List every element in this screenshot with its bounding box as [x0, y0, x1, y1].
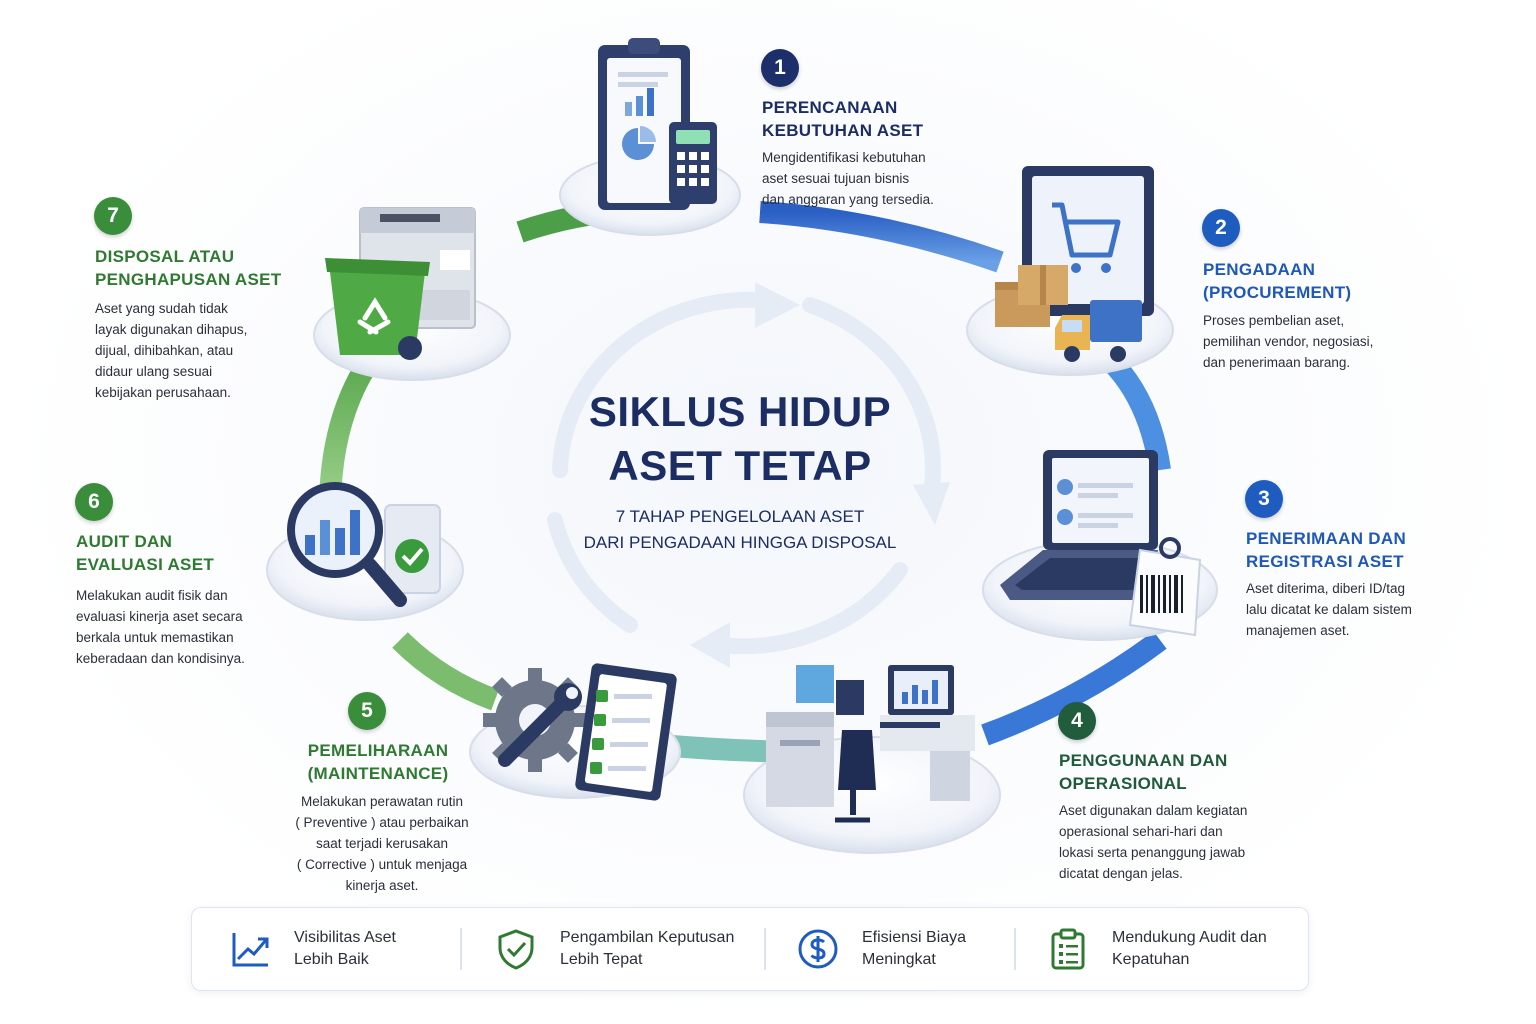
step-7-title: DISPOSAL ATAU PENGHAPUSAN ASET	[95, 245, 281, 291]
step-3-title: PENERIMAAN DAN REGISTRASI ASET	[1246, 527, 1406, 573]
diagram-subtitle: 7 TAHAP PENGELOLAAN ASET DARI PENGADAAN …	[540, 504, 940, 556]
step-1-number: 1	[761, 49, 799, 87]
benefit-visibility: Visibilitas Aset Lebih Baik	[228, 908, 396, 990]
benefit-audit-label: Mendukung Audit dan Kepatuhan	[1112, 927, 1267, 971]
clipboard-list-icon	[1046, 927, 1090, 971]
step-6-description: Melakukan audit fisik dan evaluasi kiner…	[76, 585, 245, 669]
benefit-decision-label: Pengambilan Keputusan Lebih Tepat	[560, 927, 734, 971]
benefit-divider	[764, 928, 766, 970]
step-7-description: Aset yang sudah tidak layak digunakan di…	[95, 298, 247, 403]
step-5-description: Melakukan perawatan rutin ( Preventive )…	[282, 791, 482, 896]
step-6-number: 6	[75, 483, 113, 521]
benefit-visibility-label: Visibilitas Aset Lebih Baik	[294, 927, 396, 971]
step-6-title: AUDIT DAN EVALUASI ASET	[76, 530, 214, 576]
benefit-cost: Efisiensi Biaya Meningkat	[796, 908, 966, 990]
step-1-title: PERENCANAAN KEBUTUHAN ASET	[762, 96, 923, 142]
diagram-title: SIKLUS HIDUP ASET TETAP	[540, 385, 940, 493]
step-7-number: 7	[94, 197, 132, 235]
step-2-number: 2	[1202, 209, 1240, 247]
step-1-description: Mengidentifikasi kebutuhan aset sesuai t…	[762, 147, 934, 210]
benefit-cost-label: Efisiensi Biaya Meningkat	[862, 927, 966, 971]
benefit-divider	[1014, 928, 1016, 970]
step-4-title: PENGGUNAAN DAN OPERASIONAL	[1059, 749, 1228, 795]
step-5-title: PEMELIHARAAN (MAINTENANCE)	[288, 739, 468, 785]
clipboard-calculator-icon	[598, 38, 717, 210]
dollar-icon	[796, 927, 840, 971]
benefit-audit: Mendukung Audit dan Kepatuhan	[1046, 908, 1267, 990]
step-3-number: 3	[1245, 480, 1283, 518]
step-2-title: PENGADAAN (PROCUREMENT)	[1203, 258, 1351, 304]
step-3-description: Aset diterima, diberi ID/tag lalu dicata…	[1246, 578, 1412, 641]
step-4-description: Aset digunakan dalam kegiatan operasiona…	[1059, 800, 1247, 884]
step-5-number: 5	[348, 692, 386, 730]
step-4-number: 4	[1058, 702, 1096, 740]
trend-up-icon	[228, 927, 272, 971]
step-2-description: Proses pembelian aset, pemilihan vendor,…	[1203, 310, 1373, 373]
shield-check-icon	[494, 927, 538, 971]
benefits-bar: Visibilitas Aset Lebih Baik Pengambilan …	[191, 907, 1309, 991]
benefit-divider	[460, 928, 462, 970]
benefit-decision: Pengambilan Keputusan Lebih Tepat	[494, 908, 734, 990]
